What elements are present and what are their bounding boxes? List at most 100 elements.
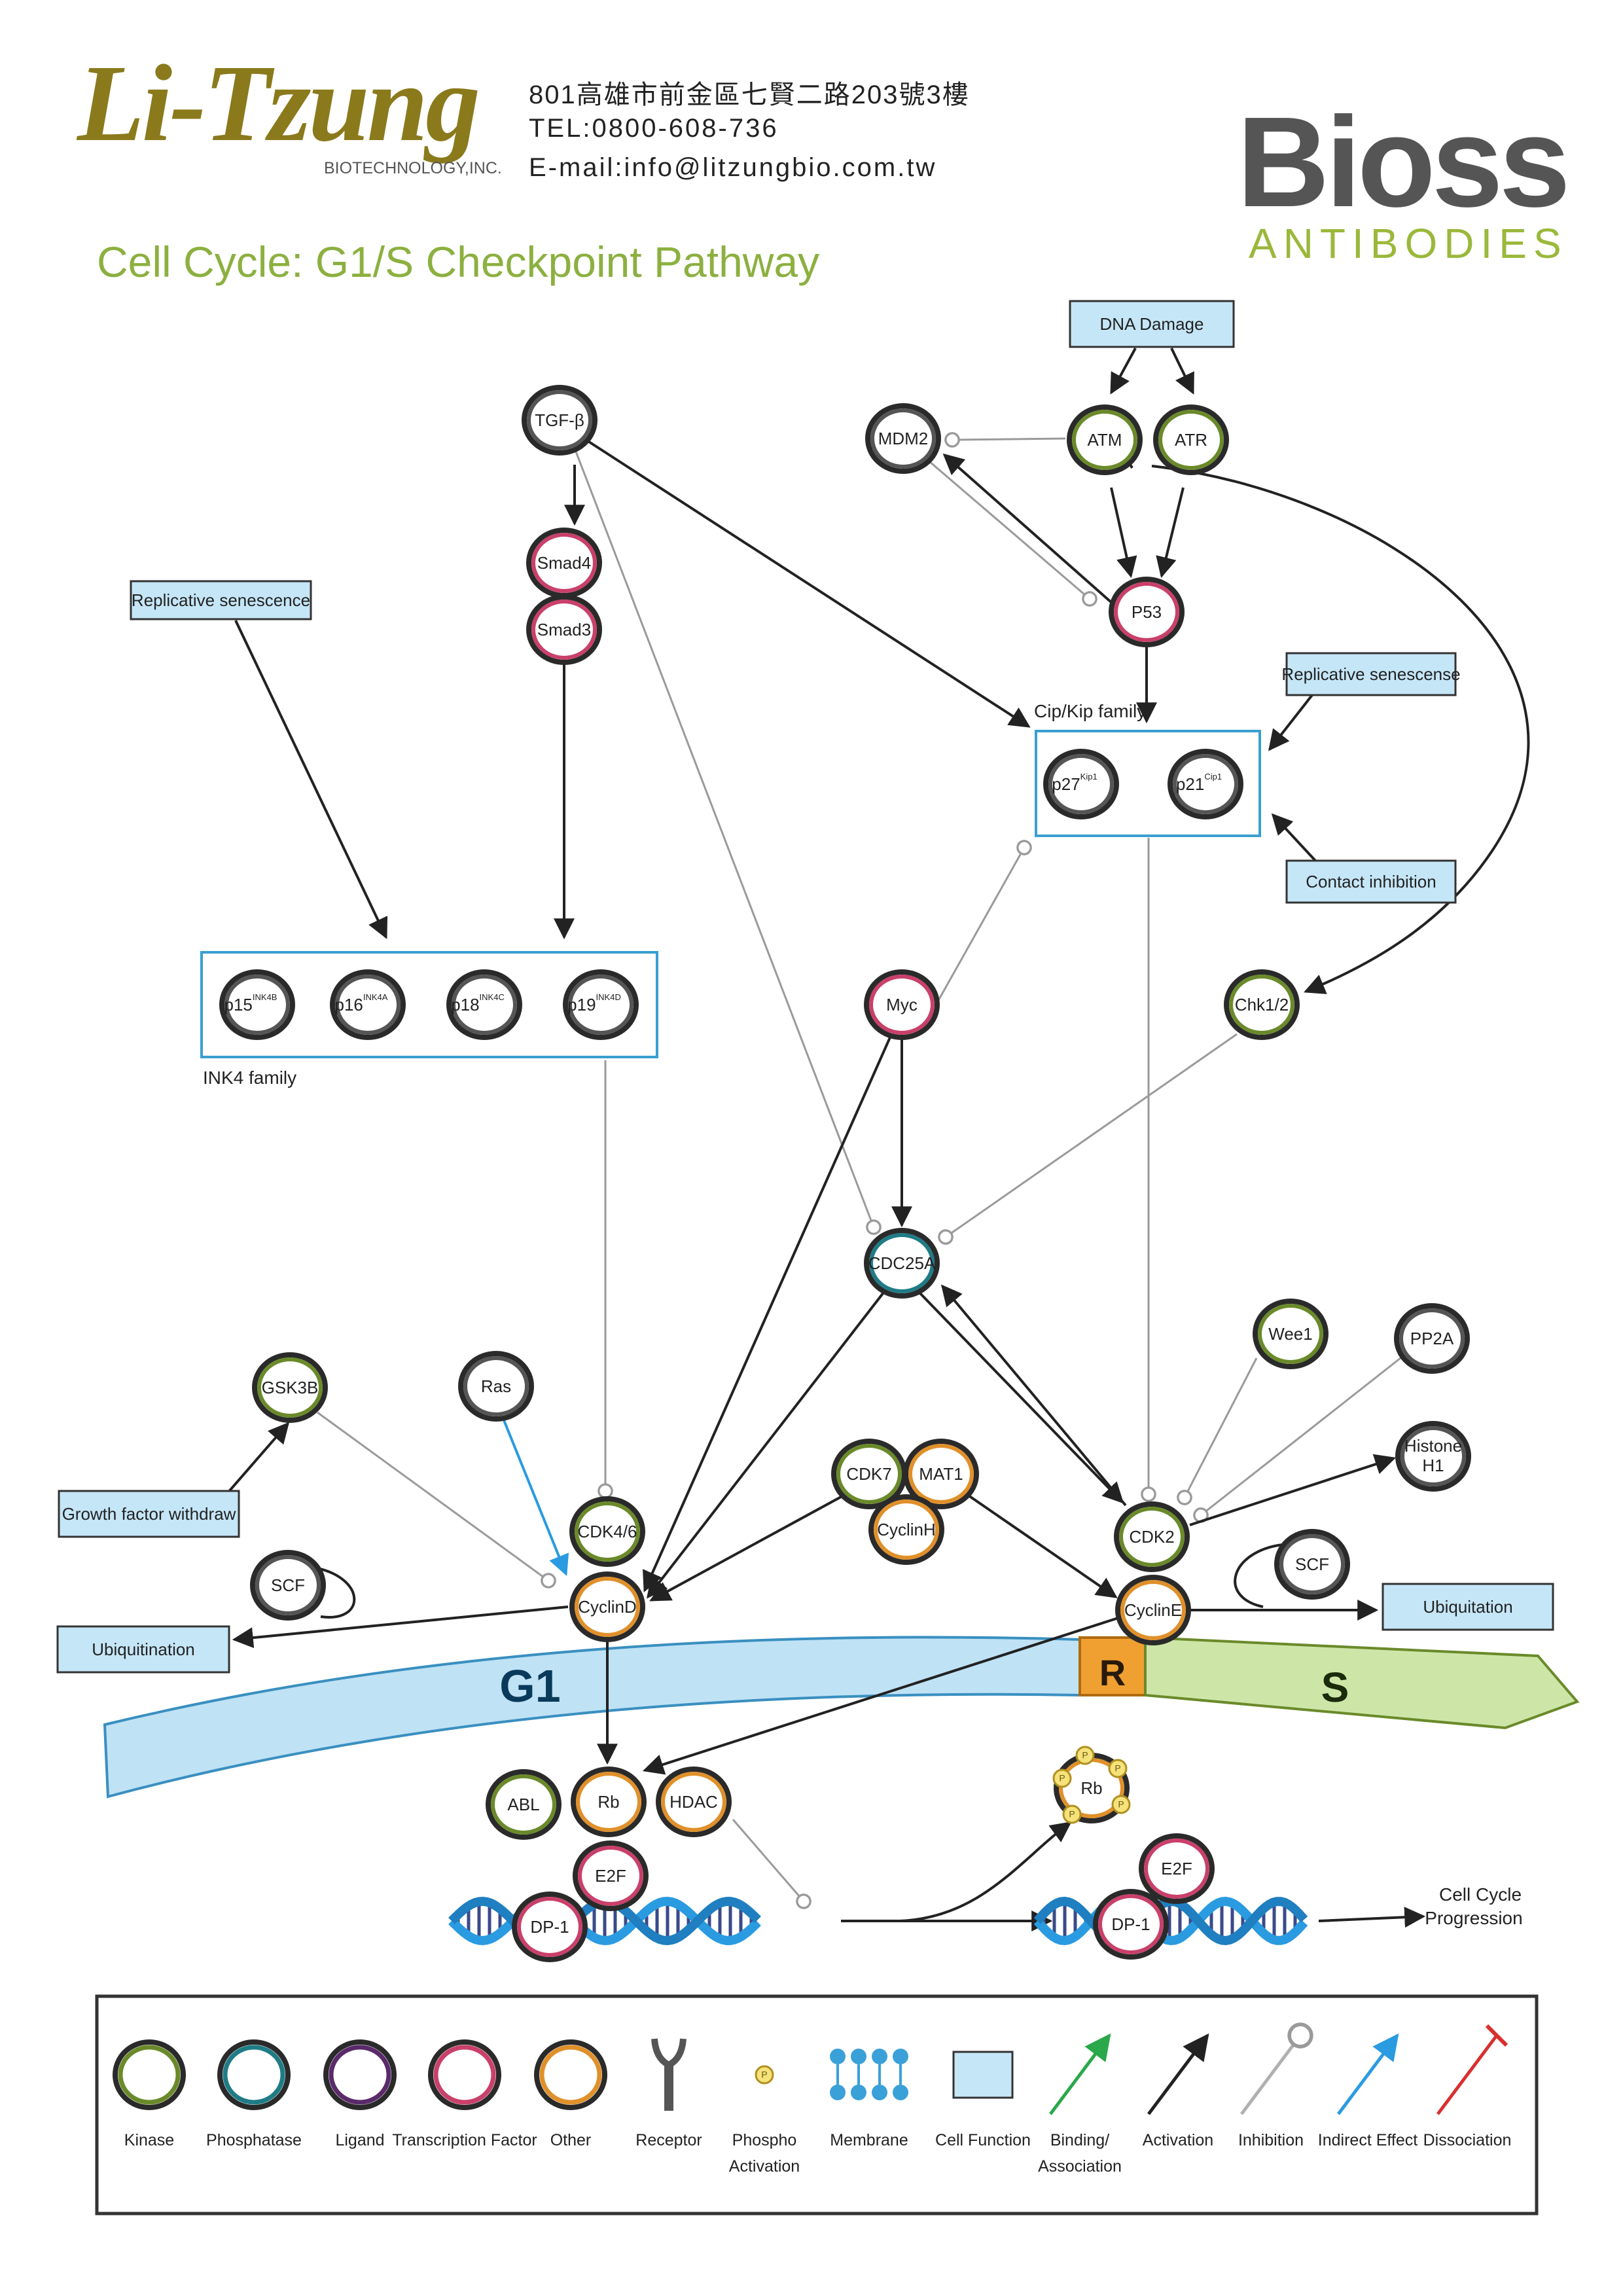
phospho-icon <box>755 2065 774 2085</box>
dna-strand <box>1033 1896 1308 1946</box>
node-label: GSK3B <box>262 1378 319 1397</box>
edge-repsen-cipkip <box>1268 694 1313 751</box>
cell-function-label: Contact inhibition <box>1306 872 1436 891</box>
edge-pp2a-cdk2 <box>1193 1357 1401 1523</box>
legend-swatch-ring <box>223 2045 285 2105</box>
phospho-marker <box>1062 1804 1082 1824</box>
node-ring <box>1229 975 1294 1035</box>
legend-receptor: Receptor <box>635 2038 702 2149</box>
dna-helix-right <box>1033 1896 1308 1946</box>
box-dna-damage: DNA Damage <box>1069 300 1235 348</box>
edge-cdk7-cycline <box>967 1494 1118 1598</box>
edge-contact-cipkip <box>1271 813 1317 862</box>
node-label: E2F <box>595 1866 626 1886</box>
company-address: 801高雄市前金區七賢二路203號3樓 <box>529 81 970 109</box>
legend-transcription-factor: Transcription Factor <box>392 2039 537 2149</box>
node-label-superscript: INK4D <box>596 992 621 1002</box>
node-ring <box>1072 410 1137 470</box>
node-myc: Myc <box>864 969 940 1040</box>
node-ring <box>1098 1894 1164 1954</box>
membrane-icon-head <box>830 2085 846 2100</box>
box-contact-inh: Contact inhibition <box>1285 859 1457 904</box>
membrane-icon-head <box>872 2085 887 2100</box>
node-p18: p18INK4C <box>446 969 522 1040</box>
legend-label: Cell Function <box>935 2131 1031 2149</box>
node-ras: Ras <box>458 1351 534 1422</box>
node-ring <box>575 1577 640 1637</box>
edge-gsk3b-cyclind <box>317 1411 556 1588</box>
node-label-superscript: Kip1 <box>1080 772 1097 781</box>
edge-atr-p53 <box>1156 487 1185 579</box>
node-label: Wee1 <box>1268 1324 1312 1344</box>
legend-label: Dissociation <box>1423 2131 1512 2149</box>
node-ring <box>1279 1534 1345 1594</box>
s-phase-bar <box>1144 1636 1580 1730</box>
node-ring <box>661 1772 726 1832</box>
edge-cdc25a-cdk2 <box>918 1291 1124 1504</box>
node-label: Rb <box>1080 1778 1102 1798</box>
node-ring <box>1048 754 1114 814</box>
legend-label: Membrane <box>830 2131 908 2149</box>
node-smad3: Smad3 <box>526 594 602 665</box>
node-ring <box>1399 1308 1465 1369</box>
cell-function-label: DNA Damage <box>1100 314 1204 334</box>
node-label: Smad4 <box>537 553 591 573</box>
node-atm: ATM <box>1067 404 1143 475</box>
node-ring <box>335 975 401 1035</box>
node-cdk46: CDK4/6 <box>569 1496 645 1567</box>
node-label: Myc <box>886 995 918 1014</box>
node-pp2a: PP2A <box>1394 1303 1470 1374</box>
phospho-marker <box>1108 1759 1128 1778</box>
legend-label: Receptor <box>635 2131 702 2149</box>
legend-swatch-ring <box>118 2045 181 2105</box>
node-p21: p21Cip1 <box>1168 749 1243 819</box>
node-ring <box>224 975 290 1035</box>
node-cdk7: CDK7 <box>831 1439 907 1509</box>
membrane-icon-head <box>893 2085 908 2100</box>
box-ubiq-left: Ubiquitination <box>56 1625 230 1674</box>
node-label: CyclinE <box>1124 1600 1182 1620</box>
node-label: MDM2 <box>878 429 929 448</box>
node-smad4: Smad4 <box>526 528 602 598</box>
legend-label: Phospho <box>732 2131 797 2149</box>
node-ring <box>1120 1580 1186 1640</box>
node-ring <box>452 975 517 1035</box>
node-tgfb: TGF-β <box>522 385 597 456</box>
cell-function-box <box>1069 300 1235 348</box>
cell-function-box <box>1382 1583 1554 1631</box>
node-ring <box>568 975 633 1035</box>
cell-function-box <box>56 1625 230 1674</box>
node-ring <box>1158 410 1224 470</box>
phospho-marker-label: P <box>1069 1809 1075 1820</box>
edge-mdm2-p53 <box>929 460 1097 607</box>
node-mat1: MAT1 <box>903 1439 979 1509</box>
node-p27: p27Kip1 <box>1043 749 1119 819</box>
cell-function-label: Ubiquitation <box>1423 1597 1512 1617</box>
edge-atm-p53 <box>1110 487 1137 579</box>
phospho-marker <box>1075 1746 1095 1765</box>
bioss-logo: Bioss <box>1237 90 1571 234</box>
dna-strand <box>448 1896 761 1946</box>
cell-function-icon <box>952 2051 1014 2099</box>
cell-function-box <box>130 580 312 620</box>
legend-ligand: Ligand <box>323 2039 397 2149</box>
node-ring <box>576 1772 641 1832</box>
node-e2f-2: E2F <box>1139 1833 1215 1904</box>
edge-cyclind-ubiq <box>232 1605 569 1649</box>
edge-tgfb-cipkip <box>588 440 1031 728</box>
node-label: DP-1 <box>1111 1914 1150 1934</box>
cell-function-label: Replicative senescense <box>1281 664 1460 684</box>
legend-label: Inhibition <box>1238 2131 1304 2149</box>
legend-kinase: Kinase <box>113 2039 186 2149</box>
legend-label: Association <box>1038 2157 1122 2176</box>
node-ring <box>869 975 935 1035</box>
node-cdc25a: CDC25A <box>864 1228 940 1299</box>
legend-swatch-ring <box>329 2045 391 2105</box>
membrane-icon-head <box>872 2049 887 2064</box>
cip-kip-family-label: Cip/Kip family <box>1034 701 1146 721</box>
